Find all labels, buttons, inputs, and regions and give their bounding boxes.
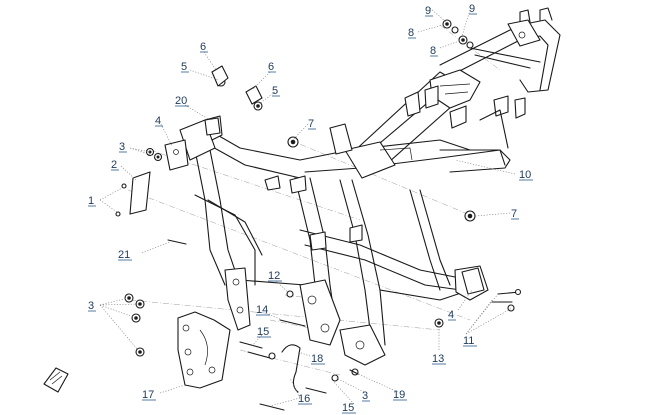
callout-21[interactable]: 21 — [118, 249, 130, 261]
main-frame — [179, 7, 561, 366]
callout-5[interactable]: 5 — [272, 85, 278, 97]
callout-6[interactable]: 6 — [200, 41, 206, 53]
plate-2 — [129, 171, 151, 215]
callout-3[interactable]: 3 — [88, 300, 94, 312]
callout-underlines — [88, 13, 533, 414]
callout-9[interactable]: 9 — [425, 5, 431, 17]
callout-12[interactable]: 12 — [268, 270, 280, 282]
callout-2[interactable]: 2 — [111, 159, 117, 171]
orientation-arrow-icon — [43, 367, 69, 393]
callout-20[interactable]: 20 — [175, 95, 187, 107]
bracket-20 — [204, 117, 221, 136]
callout-1[interactable]: 1 — [88, 195, 94, 207]
callout-11[interactable]: 11 — [463, 335, 474, 347]
callout-3[interactable]: 3 — [119, 141, 125, 153]
callout-9[interactable]: 9 — [469, 3, 475, 15]
leader-lines — [99, 7, 516, 407]
callout-10[interactable]: 10 — [519, 169, 531, 181]
callout-15[interactable]: 15 — [257, 326, 269, 338]
callout-18[interactable]: 18 — [311, 353, 323, 365]
callout-8[interactable]: 8 — [408, 27, 414, 39]
callout-17[interactable]: 17 — [142, 389, 154, 401]
callout-8[interactable]: 8 — [430, 45, 436, 57]
callout-15[interactable]: 15 — [342, 402, 354, 414]
callout-19[interactable]: 19 — [393, 389, 405, 401]
callout-7[interactable]: 7 — [511, 208, 517, 220]
callout-4[interactable]: 4 — [155, 115, 161, 127]
callouts: 1 2 3 3 3 4 4 5 5 6 6 7 7 8 8 9 9 10 11 … — [88, 3, 531, 414]
callout-4[interactable]: 4 — [448, 309, 454, 321]
callout-6[interactable]: 6 — [268, 61, 274, 73]
callout-16[interactable]: 16 — [298, 393, 310, 405]
callout-13[interactable]: 13 — [432, 353, 444, 365]
callout-7[interactable]: 7 — [308, 118, 314, 130]
loose-parts — [115, 19, 522, 411]
callout-5[interactable]: 5 — [181, 61, 187, 73]
callout-14[interactable]: 14 — [256, 304, 268, 316]
callout-3[interactable]: 3 — [362, 390, 368, 402]
